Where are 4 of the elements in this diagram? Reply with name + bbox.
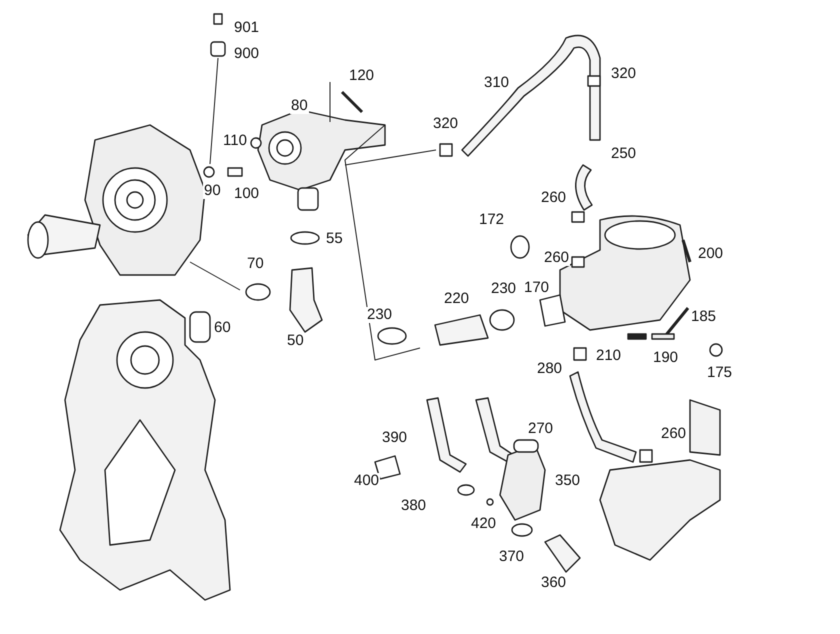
callout-number: 260 [543,250,570,266]
callout-number: 80 [290,98,309,114]
callout-number: 90 [203,183,222,199]
callout-number: 230 [366,307,394,323]
